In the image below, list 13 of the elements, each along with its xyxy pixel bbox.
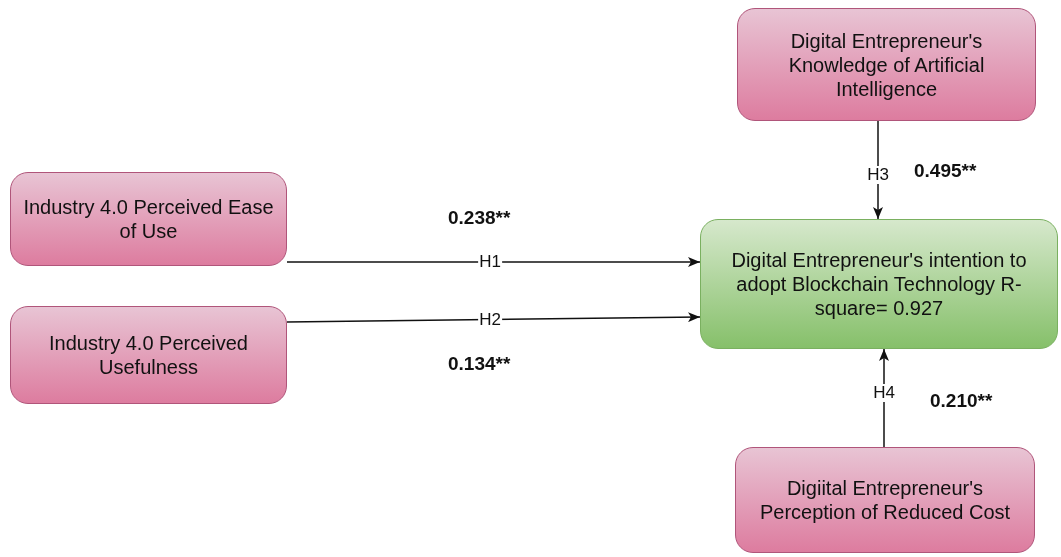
- arrow: [286, 257, 701, 267]
- path-coefficient: 0.134**: [448, 353, 511, 375]
- outcome-box: Digital Entrepreneur's intention to adopt Blockchain Technology R-square= 0.927: [700, 219, 1058, 349]
- construct-box: Industry 4.0 Perceived Ease of Use: [10, 172, 287, 266]
- construct-box: Digital Entrepreneur's Knowledge of Artificial Intelligence: [737, 8, 1036, 121]
- arrow: [286, 312, 701, 323]
- path-coefficient: 0.238**: [448, 207, 511, 229]
- path-coefficient: 0.210**: [930, 390, 993, 412]
- construct-box: Digiital Entrepreneur's Perception of Reduced Cost: [735, 447, 1035, 553]
- construct-box: Industry 4.0 Perceived Usefulness: [10, 306, 287, 404]
- edge-label: H3: [866, 165, 890, 184]
- path-coefficient: 0.495**: [914, 160, 977, 182]
- edge-label: H4: [872, 384, 896, 403]
